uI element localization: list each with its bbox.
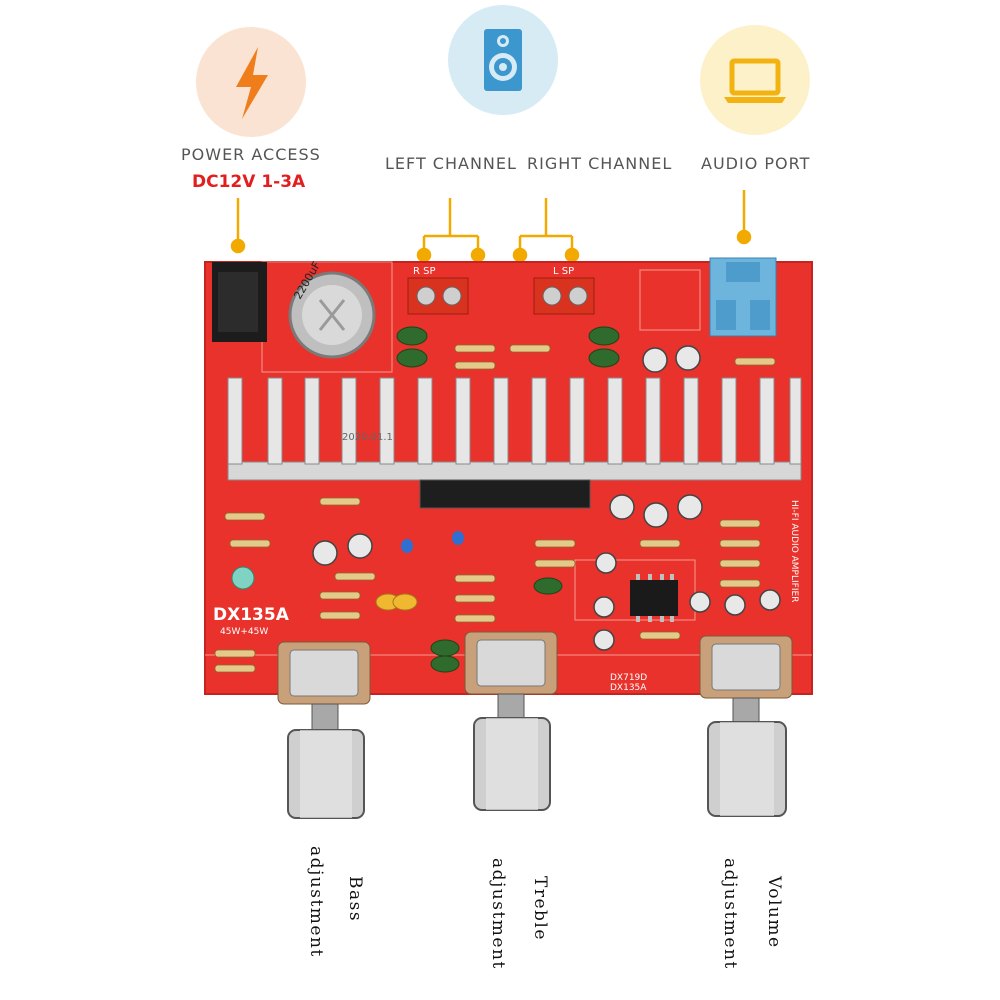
volume-caption: adjustment (720, 858, 740, 970)
right-sp-silk: R SP (413, 266, 436, 277)
date-code-text: 2020.01.1 (342, 432, 393, 443)
bass-caption-line2: adjustment (306, 846, 326, 958)
audio-port-label: AUDIO PORT (701, 154, 811, 173)
heatsink: 2020.01.1 (227, 377, 802, 481)
volume-caption-line2: adjustment (720, 858, 740, 970)
laptop-icon-circle (700, 25, 810, 135)
left-sp-silk: L SP (553, 266, 574, 277)
right-channel-label: RIGHT CHANNEL (527, 154, 673, 173)
speaker-icon (448, 5, 558, 115)
audio-input-jack (709, 257, 777, 337)
power-icon-circle (196, 27, 306, 137)
bass-potentiometer (277, 641, 371, 819)
speaker-terminal-left-sp: L SP (533, 266, 595, 315)
speaker-terminal-right-sp: R SP (407, 266, 469, 315)
board-chip-label-2: DX135A (610, 683, 647, 693)
lightning-bolt-icon (196, 27, 306, 137)
bass-caption-line1: Bass (345, 876, 365, 923)
laptop-icon (700, 25, 810, 135)
amplifier-ic (419, 479, 591, 509)
power-led (231, 566, 255, 590)
board-power-rating-text: 45W+45W (220, 627, 268, 637)
volume-potentiometer (699, 635, 793, 817)
op-amp-chip (630, 574, 678, 622)
left-channel-label: LEFT CHANNEL (385, 154, 517, 173)
treble-potentiometer (464, 631, 558, 811)
board-model-text: DX135A (213, 605, 290, 625)
callout-lines (230, 190, 752, 263)
bass-caption-title: Bass (345, 876, 365, 922)
bass-caption: adjustment (306, 846, 326, 958)
treble-caption-line1: Treble (530, 876, 550, 941)
treble-caption: adjustment (488, 858, 508, 970)
volume-caption-line1: Volume (764, 876, 784, 949)
treble-caption-line2: adjustment (488, 858, 508, 970)
power-access-label: POWER ACCESS (181, 145, 321, 164)
speaker-icon-circle (448, 5, 558, 115)
board-side-label-text: HI-FI AUDIO AMPLIFIER (789, 500, 799, 602)
board-chip-label-1: DX719D (610, 673, 647, 683)
treble-caption-title: Treble (530, 876, 550, 941)
power-spec-label: DC12V 1-3A (192, 172, 306, 192)
volume-caption-title: Volume (764, 876, 784, 949)
